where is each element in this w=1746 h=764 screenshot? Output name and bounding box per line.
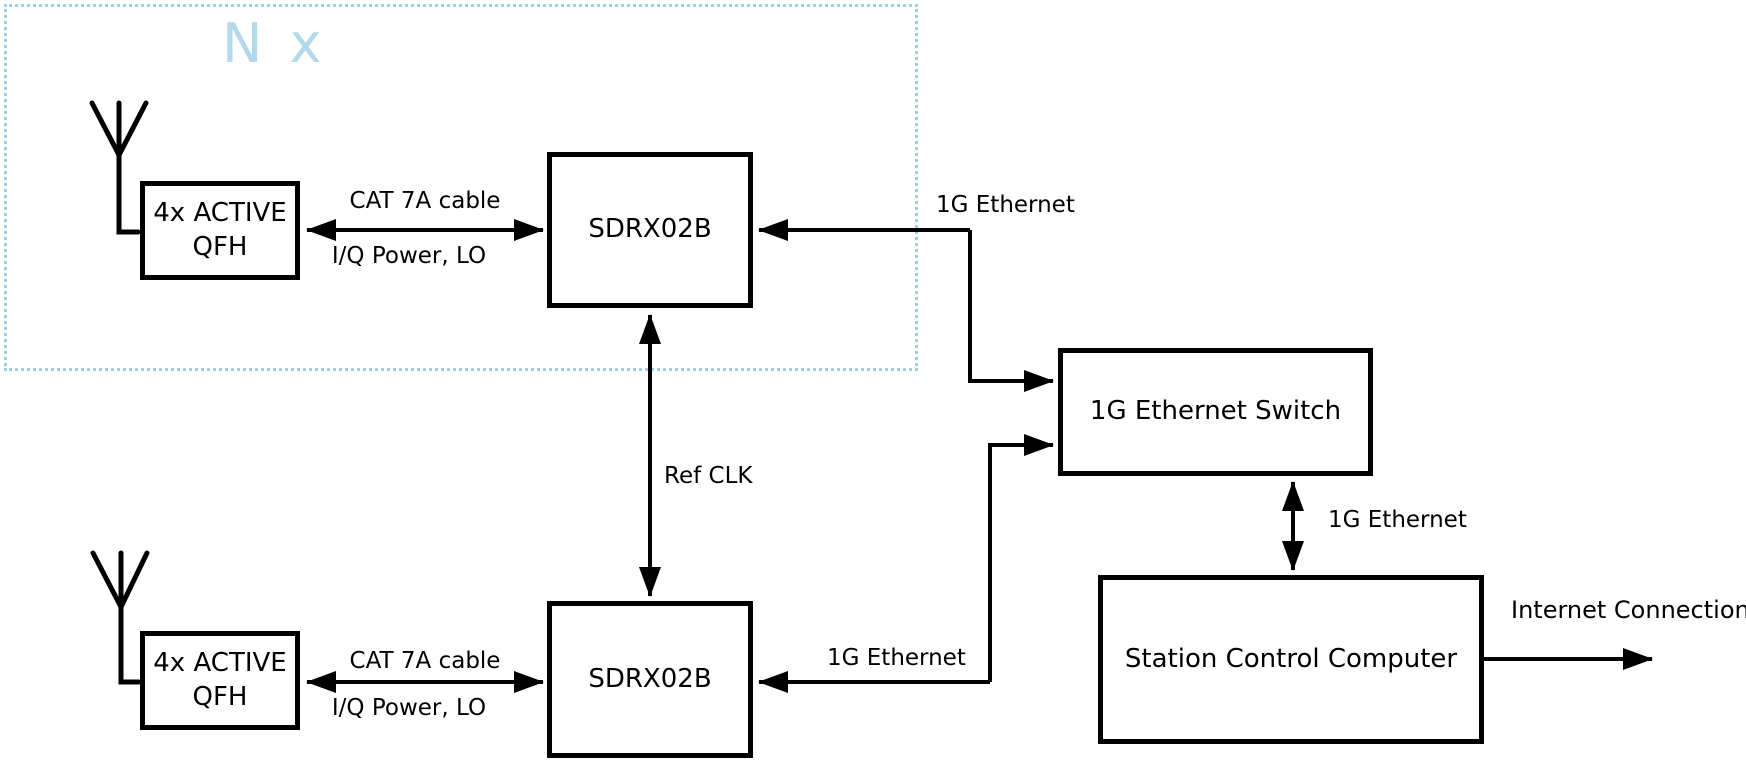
eth-top-label: 1G Ethernet <box>936 192 1075 218</box>
station-computer-node: Station Control Computer <box>1098 575 1484 744</box>
qfh-top-label-line1: 4x ACTIVE <box>153 197 287 228</box>
eth-switch-computer-label: 1G Ethernet <box>1328 507 1467 533</box>
sdrx-top-node: SDRX02B <box>547 152 753 308</box>
repeat-group-frame <box>4 4 918 371</box>
cat7a-bottom-below-label: I/Q Power, LO <box>331 695 487 721</box>
qfh-bottom-label-line1: 4x ACTIVE <box>153 647 287 678</box>
group-multiplier-label: N x <box>222 12 327 75</box>
eth-bottom-link <box>758 434 1054 693</box>
ref-clk-label: Ref CLK <box>664 463 753 489</box>
qfh-bottom-label-line2: QFH <box>192 681 248 712</box>
qfh-top-label-line2: QFH <box>192 231 248 262</box>
cat7a-top-above-label: CAT 7A cable <box>349 188 501 214</box>
internet-connection-label: Internet Connection <box>1511 596 1746 624</box>
qfh-top-node: 4x ACTIVE QFH <box>140 181 300 280</box>
sdrx-top-label: SDRX02B <box>588 214 712 245</box>
antenna-icon <box>89 100 149 235</box>
cat7a-top-below-label: I/Q Power, LO <box>331 243 487 269</box>
cat7a-bottom-above-label: CAT 7A cable <box>349 648 501 674</box>
sdrx-bottom-label: SDRX02B <box>588 663 712 694</box>
eth-bottom-label: 1G Ethernet <box>827 645 966 671</box>
qfh-bottom-node: 4x ACTIVE QFH <box>140 631 300 730</box>
antenna-icon <box>90 550 150 685</box>
station-computer-label: Station Control Computer <box>1124 643 1458 674</box>
sdrx-bottom-node: SDRX02B <box>547 601 753 758</box>
ethernet-switch-label: 1G Ethernet Switch <box>1089 396 1342 427</box>
eth-top-link <box>758 219 1054 392</box>
ethernet-switch-node: 1G Ethernet Switch <box>1058 348 1373 476</box>
